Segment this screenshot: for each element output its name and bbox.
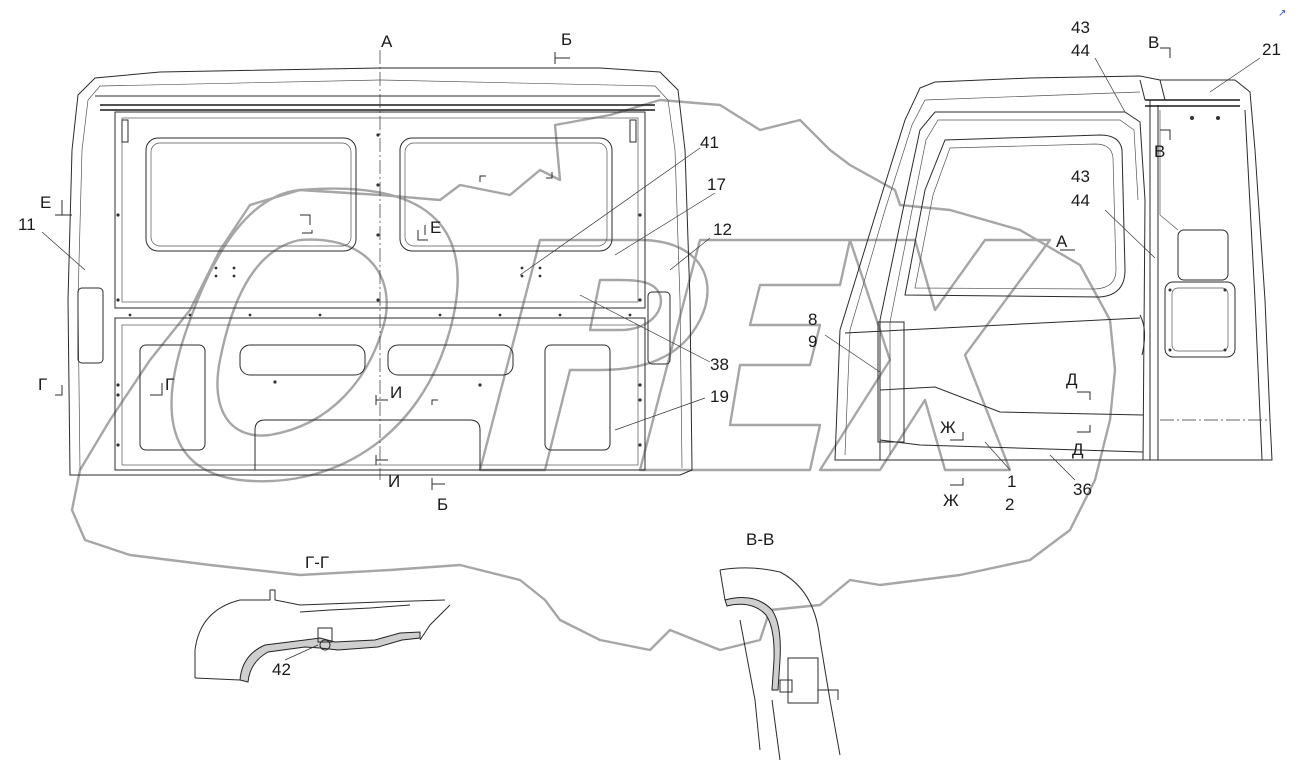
watermark-letter-X xyxy=(818,238,1052,472)
rear-window-right xyxy=(399,137,613,252)
section-vv-title: В-В xyxy=(746,530,774,549)
section-b-label-bottom: Б xyxy=(437,495,448,514)
section-g-label-mid: Г xyxy=(165,375,174,394)
part-number-19: 19 xyxy=(710,387,729,406)
section-e-label-left: Е xyxy=(40,193,51,212)
part-number-2: 2 xyxy=(1005,495,1014,514)
section-gg-title: Г-Г xyxy=(305,553,329,572)
section-vv-detail: В-В xyxy=(719,530,841,761)
fastener-dots xyxy=(116,133,642,447)
section-e-label-mid: Е xyxy=(430,218,441,237)
side-lamp-right xyxy=(647,291,671,365)
lower-slot-right xyxy=(387,344,514,376)
section-a-label-side: А xyxy=(1056,232,1068,251)
roof-spoiler-rail xyxy=(1145,99,1240,107)
section-vv-profile xyxy=(724,597,781,691)
section-b-label-top: Б xyxy=(561,30,572,49)
section-g-label-left: Г xyxy=(38,375,47,394)
part-number-43-mid: 43 xyxy=(1071,167,1090,186)
side-view: 43 44 В 21 В 43 44 А 8 9 Д Ж Д 1 36 Ж 2 xyxy=(808,18,1281,514)
part-number-38: 38 xyxy=(710,355,729,374)
section-i-label-bottom: И xyxy=(388,472,400,491)
lower-cutout xyxy=(254,419,481,470)
section-d-label-bottom: Д xyxy=(1072,440,1084,459)
part-number-44-mid: 44 xyxy=(1071,191,1090,210)
lower-opening-left xyxy=(139,344,206,451)
side-rear-window-upper xyxy=(1177,229,1229,281)
corner-arrow-icon: ↗ xyxy=(1278,8,1286,19)
part-number-44-top: 44 xyxy=(1071,41,1090,60)
side-lamp-left xyxy=(77,287,104,364)
section-i-label-top: И xyxy=(390,383,402,402)
section-v-label-mid: В xyxy=(1154,142,1165,161)
watermark-logo xyxy=(70,98,1117,652)
watermark-gear-outline xyxy=(70,98,1117,652)
watermark-letter-P xyxy=(478,238,709,472)
part-number-11: 11 xyxy=(18,215,36,234)
part-number-1: 1 xyxy=(1007,472,1016,491)
section-gg-profile xyxy=(239,631,421,683)
part-number-21: 21 xyxy=(1262,40,1281,59)
part-number-9: 9 xyxy=(808,332,817,351)
side-rear-hatch xyxy=(1164,281,1236,358)
section-a-label: А xyxy=(381,32,393,51)
part-number-12: 12 xyxy=(713,220,732,239)
watermark-letter-E xyxy=(638,238,852,472)
section-zh-label-bottom: Ж xyxy=(943,491,959,510)
section-gg-detail: Г-Г 42 xyxy=(194,553,451,683)
watermark-letter-O xyxy=(170,187,459,483)
side-cab-outline xyxy=(834,75,1273,461)
part-number-8: 8 xyxy=(808,310,817,329)
part-number-17: 17 xyxy=(707,175,726,194)
part-number-36: 36 xyxy=(1073,480,1092,499)
roof-rail xyxy=(100,104,655,111)
part-number-41: 41 xyxy=(700,133,719,152)
rear-cab-outline xyxy=(67,67,693,476)
door-window xyxy=(904,134,1126,298)
part-number-43-top: 43 xyxy=(1071,18,1090,37)
door-kick-panel xyxy=(877,321,905,443)
door-frame xyxy=(879,111,1146,461)
lower-opening-right xyxy=(544,344,611,451)
part-number-42: 42 xyxy=(272,660,291,679)
rear-window-left xyxy=(145,137,357,252)
section-zh-label-top: Ж xyxy=(940,418,956,437)
section-d-label-top: Д xyxy=(1066,370,1078,389)
rear-view: А Б Е Е Г Г И И Б 11 41 17 12 38 19 xyxy=(18,30,732,514)
lower-slot-left xyxy=(239,344,366,376)
section-v-label-top: В xyxy=(1148,33,1159,52)
